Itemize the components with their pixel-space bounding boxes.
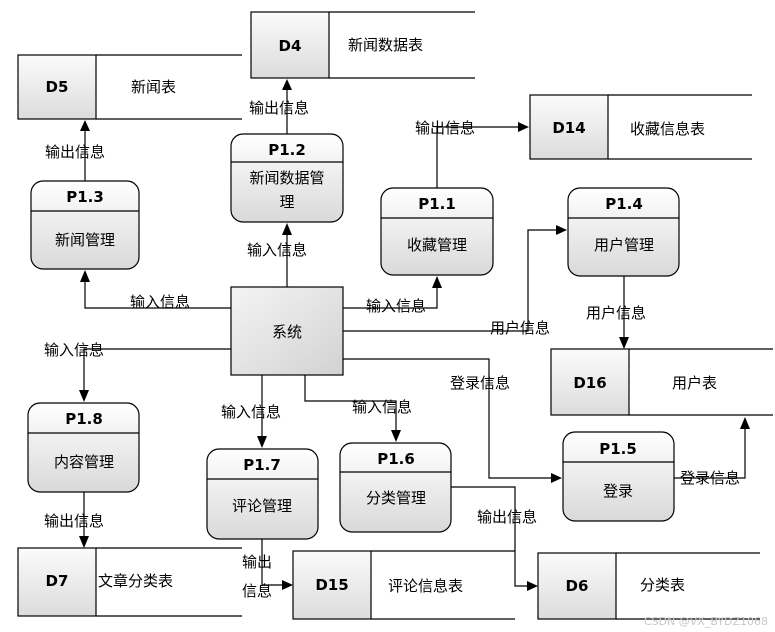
process-p1-5-name: 登录 xyxy=(603,482,633,500)
flow-p13-d5-label: 输出信息 xyxy=(45,143,105,161)
process-p1-2: P1.2 新闻数据管 理 xyxy=(230,133,344,223)
process-p1-6-name: 分类管理 xyxy=(366,489,426,507)
flow-p17-d15-label-line1: 输出 xyxy=(242,553,272,571)
flow-sys-p12: 输入信息 xyxy=(247,223,307,287)
process-p1-1-id: P1.1 xyxy=(418,195,456,213)
flow-sys-p16-label: 输入信息 xyxy=(352,398,412,416)
process-p1-7-id: P1.7 xyxy=(243,456,281,474)
process-p1-8-name: 内容管理 xyxy=(54,453,114,471)
flow-sys-p17: 输入信息 xyxy=(221,375,281,448)
flow-sys-p18: 输入信息 xyxy=(44,341,231,402)
flow-p11-d14-label: 输出信息 xyxy=(415,119,475,137)
flow-p15-d16-label: 登录信息 xyxy=(680,469,740,487)
store-d6-name: 分类表 xyxy=(640,576,685,594)
process-p1-1: P1.1 收藏管理 xyxy=(380,187,494,276)
flow-p18-d7: 输出信息 xyxy=(44,492,104,548)
system-label: 系统 xyxy=(272,323,302,341)
store-d14-id: D14 xyxy=(552,119,585,137)
flow-p17-d15: 输出 信息 xyxy=(242,539,293,600)
flow-p12-d4-label: 输出信息 xyxy=(249,99,309,117)
flow-sys-p15: 登录信息 xyxy=(343,358,562,483)
store-d7: D7 文章分类表 xyxy=(17,547,242,617)
flow-sys-p13: 输入信息 xyxy=(80,270,231,311)
flow-p14-d16-label: 用户信息 xyxy=(586,304,646,322)
process-p1-3-name: 新闻管理 xyxy=(55,231,115,249)
store-d16-id: D16 xyxy=(573,374,606,392)
process-p1-3-id: P1.3 xyxy=(66,188,104,206)
process-p1-8-id: P1.8 xyxy=(65,410,103,428)
flow-p14-d16: 用户信息 xyxy=(586,276,646,349)
store-d6-id: D6 xyxy=(566,577,589,595)
store-d4-id: D4 xyxy=(279,37,302,55)
flow-p16-d6: 输出信息 xyxy=(451,486,538,591)
flow-sys-p14: 用户信息 xyxy=(343,225,567,337)
flow-p13-d5: 输出信息 xyxy=(45,120,105,181)
flow-p15-d16: 登录信息 xyxy=(674,417,750,487)
process-p1-5: P1.5 登录 xyxy=(562,431,675,522)
store-d16: D16 用户表 xyxy=(550,348,773,416)
store-d4-name: 新闻数据表 xyxy=(348,36,423,54)
system-entity: 系统 xyxy=(230,286,344,376)
flow-sys-p15-label: 登录信息 xyxy=(450,374,510,392)
process-p1-2-name-line1: 新闻数据管 xyxy=(249,169,324,187)
process-p1-4-id: P1.4 xyxy=(605,195,643,213)
process-p1-6-id: P1.6 xyxy=(377,450,415,468)
store-d15: D15 评论信息表 xyxy=(292,550,515,620)
flow-sys-p12-label: 输入信息 xyxy=(247,241,307,259)
store-d5: D5 新闻表 xyxy=(17,54,242,120)
store-d7-name: 文章分类表 xyxy=(98,572,173,590)
flow-sys-p11-label: 输入信息 xyxy=(366,297,426,315)
flow-sys-p14-label: 用户信息 xyxy=(490,319,550,337)
flow-sys-p18-label: 输入信息 xyxy=(44,341,104,359)
flow-sys-p13-label: 输入信息 xyxy=(130,293,190,311)
process-p1-3: P1.3 新闻管理 xyxy=(30,180,140,270)
flow-p11-d14: 输出信息 xyxy=(415,119,529,188)
store-d15-id: D15 xyxy=(315,576,348,594)
store-d5-name: 新闻表 xyxy=(131,78,176,96)
store-d15-name: 评论信息表 xyxy=(388,577,463,595)
store-d4: D4 新闻数据表 xyxy=(250,11,475,79)
flow-p17-d15-label-line2: 信息 xyxy=(242,582,272,600)
process-p1-4-name: 用户管理 xyxy=(594,236,654,254)
flow-sys-p11: 输入信息 xyxy=(343,276,442,315)
store-d6: D6 分类表 xyxy=(537,552,760,620)
flow-sys-p16: 输入信息 xyxy=(304,375,412,442)
store-d5-id: D5 xyxy=(46,78,69,96)
store-d16-name: 用户表 xyxy=(672,374,717,392)
process-p1-1-name: 收藏管理 xyxy=(407,236,467,254)
process-p1-8: P1.8 内容管理 xyxy=(27,402,140,493)
flow-p16-d6-label: 输出信息 xyxy=(477,508,537,526)
process-p1-7-name: 评论管理 xyxy=(232,497,292,515)
process-p1-2-name-line2: 理 xyxy=(279,193,294,211)
process-p1-5-id: P1.5 xyxy=(599,440,637,458)
flow-p18-d7-label: 输出信息 xyxy=(44,512,104,530)
process-p1-7: P1.7 评论管理 xyxy=(206,448,319,540)
watermark: CSDN @VX_BYDZ1068 xyxy=(644,615,768,628)
flow-p12-d4: 输出信息 xyxy=(249,79,309,134)
flow-sys-p17-label: 输入信息 xyxy=(221,403,281,421)
store-d7-id: D7 xyxy=(46,572,69,590)
store-d14-name: 收藏信息表 xyxy=(630,120,705,138)
store-d14: D14 收藏信息表 xyxy=(529,94,752,160)
process-p1-4: P1.4 用户管理 xyxy=(567,187,680,277)
process-p1-2-id: P1.2 xyxy=(268,141,306,159)
process-p1-6: P1.6 分类管理 xyxy=(339,442,452,533)
